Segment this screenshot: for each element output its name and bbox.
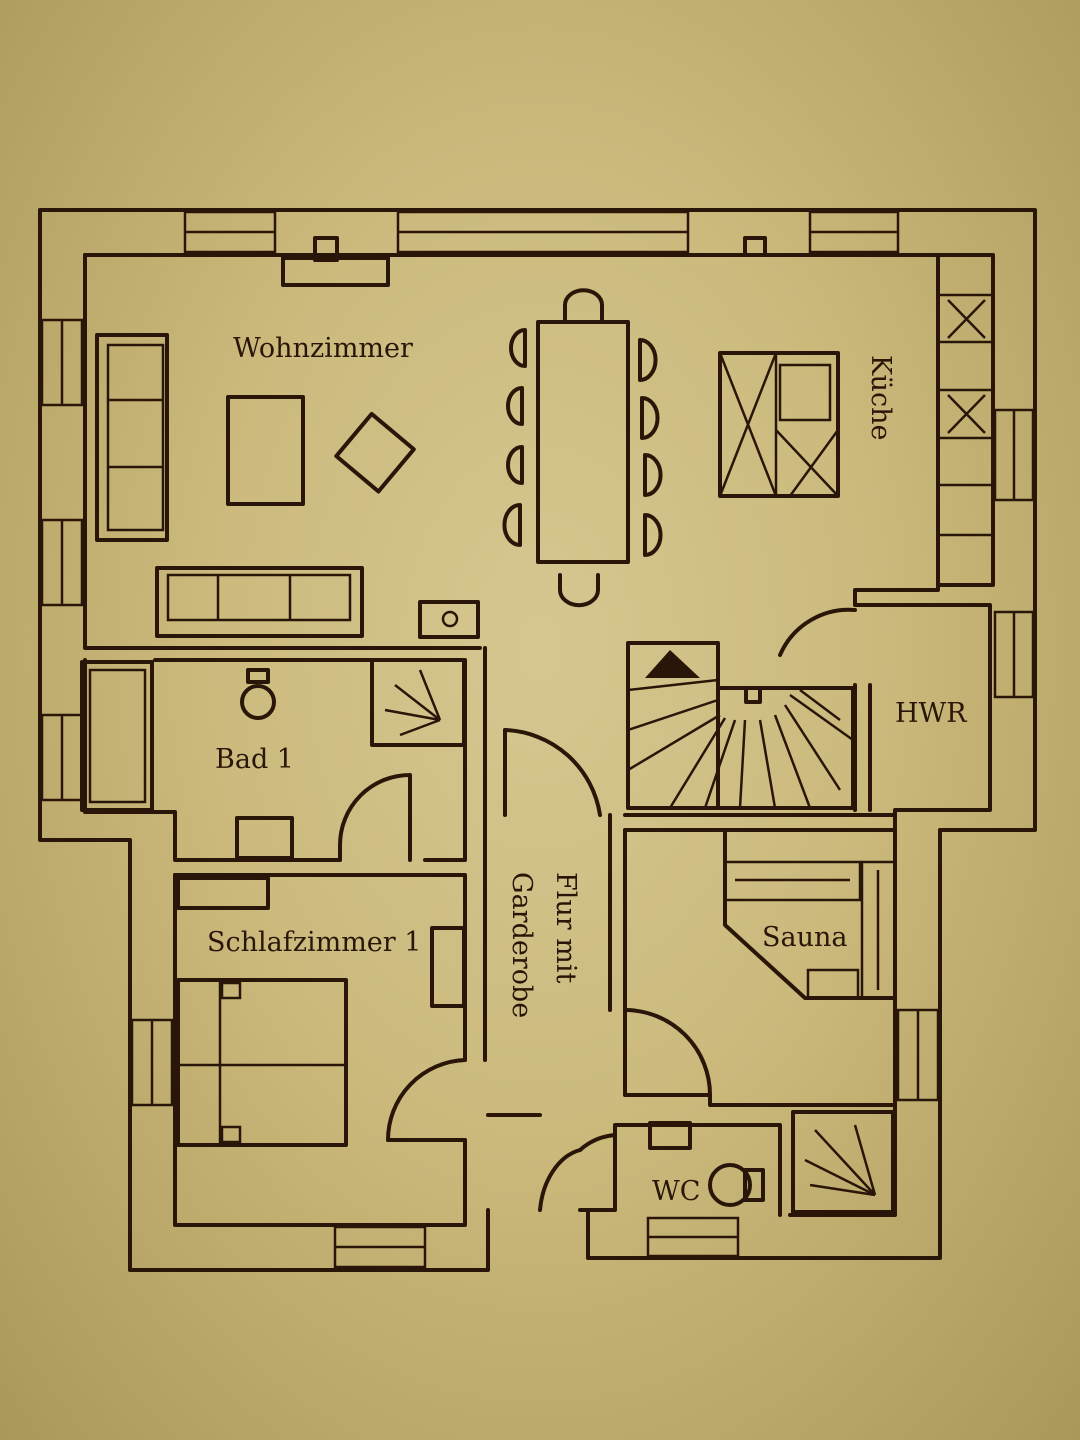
fireplace (281, 256, 390, 287)
windows (40, 210, 1035, 1269)
label-bad: Bad 1 (215, 744, 294, 775)
label-kueche: Küche (865, 355, 896, 440)
toilet-wc (708, 1163, 752, 1207)
staircase (626, 641, 855, 810)
dining-table (536, 320, 630, 564)
sauna-cabin (723, 828, 897, 1000)
coffee-table (226, 395, 305, 506)
stove (418, 600, 480, 639)
armchair (334, 411, 416, 494)
doors (338, 607, 857, 1212)
toilet-bad (240, 684, 276, 720)
sink-wc (648, 1121, 692, 1150)
shower-wc (791, 1110, 895, 1214)
sofa-bottom (155, 566, 364, 638)
dining-chairs (502, 328, 663, 557)
label-garderobe: Garderobe (506, 872, 537, 1018)
label-wohnzimmer: Wohnzimmer (233, 333, 413, 364)
label-hwr: HWR (895, 698, 967, 729)
label-schlafzimmer: Schlafzimmer 1 (207, 927, 421, 958)
kitchen-island (718, 351, 840, 498)
label-wc: WC (652, 1176, 700, 1207)
sofa-left (95, 333, 169, 542)
furniture (80, 236, 995, 1214)
sink-bad (235, 816, 294, 860)
kitchen-counter (936, 253, 995, 587)
bed (176, 978, 348, 1147)
shower-bad (370, 658, 466, 747)
label-flur: Flur mit (550, 872, 581, 983)
bathtub (80, 660, 154, 812)
room-labels: Wohnzimmer Küche HWR Bad 1 Schlafzimmer … (207, 333, 967, 1207)
label-sauna: Sauna (762, 922, 847, 953)
wardrobe (430, 926, 466, 1008)
